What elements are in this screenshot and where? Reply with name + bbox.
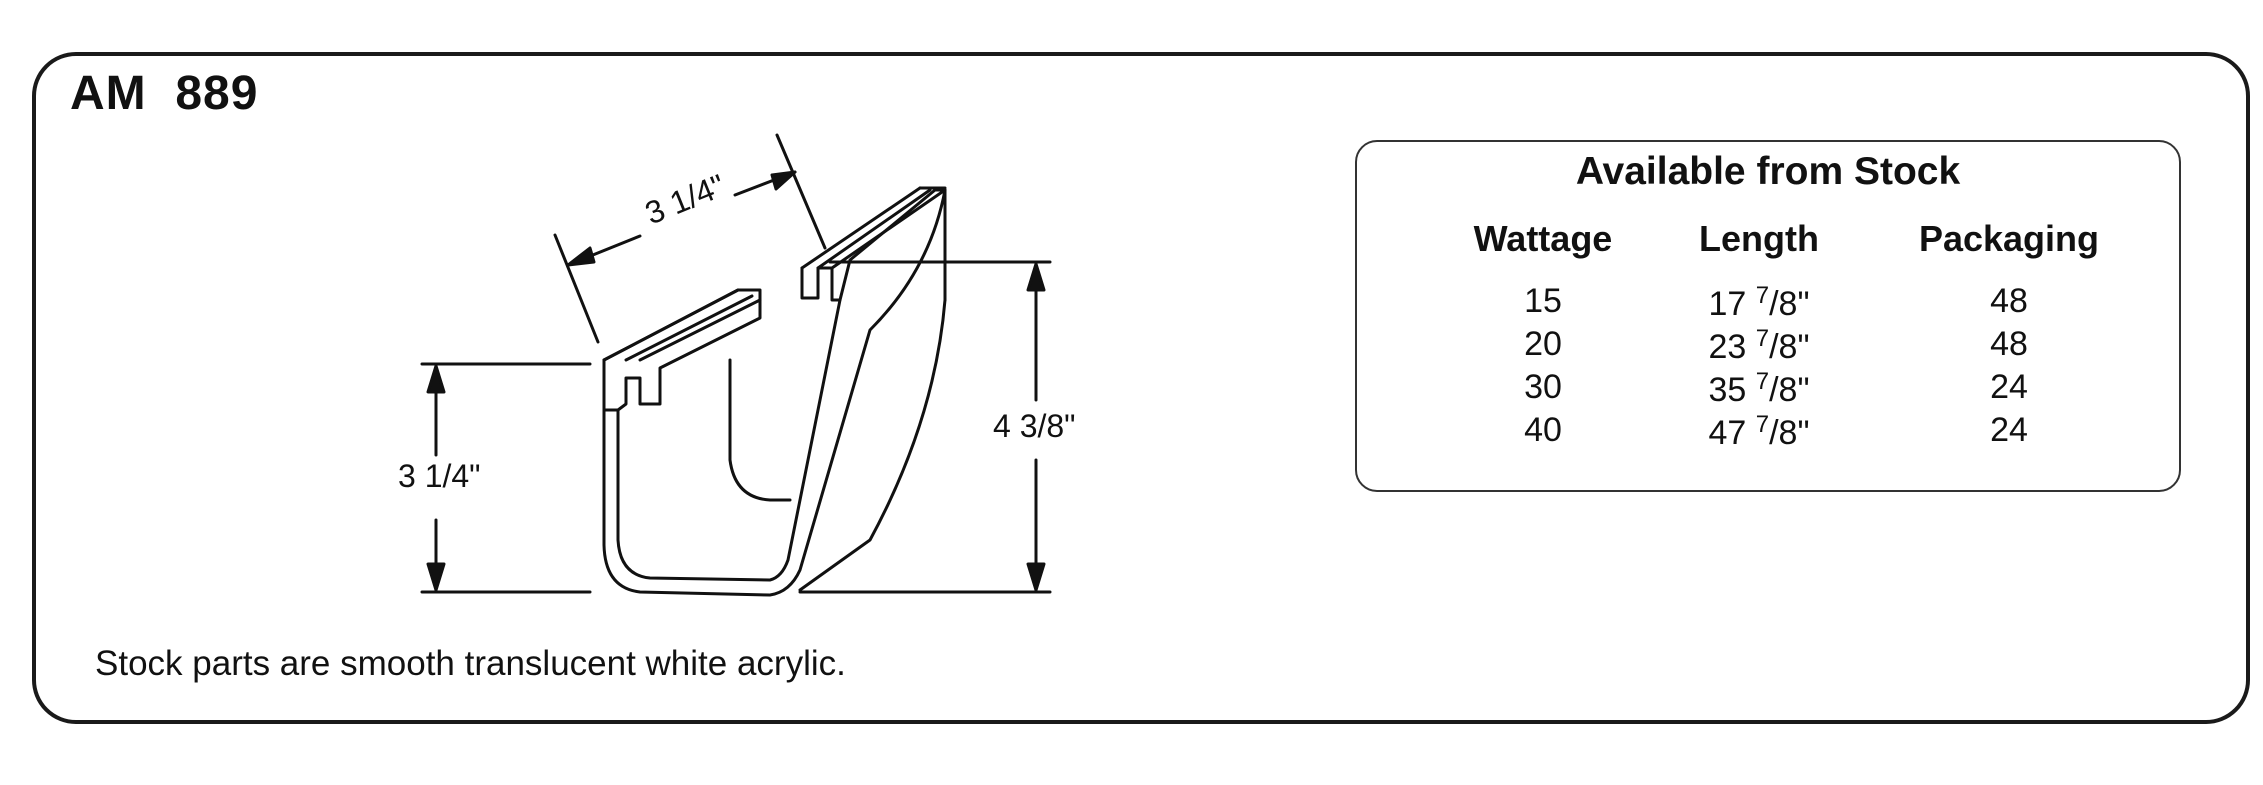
dimension-left-height: 3 1/4" [398,458,481,494]
profile-outer [602,188,947,597]
dimension-right-height: 4 3/8" [993,408,1076,444]
stock-table: Available from Stock Wattage Length Pack… [1355,140,2181,492]
header-packaging: Packaging [1918,218,2100,259]
header-wattage: Wattage [1473,218,1613,259]
dim-top-line [553,233,600,344]
material-caption: Stock parts are smooth translucent white… [95,644,846,683]
cell-wattage: 15 [1524,282,1562,320]
cell-length: 47 7/8" [1708,411,1810,452]
product-card [32,52,2250,724]
table-row: 20 23 7/8" 48 [1357,325,2179,368]
header-length: Length [1699,218,1819,259]
table-row: 30 35 7/8" 24 [1357,368,2179,411]
stock-table-title: Available from Stock [1575,150,1961,193]
cell-packaging: 24 [1990,411,2028,449]
cell-length: 23 7/8" [1708,325,1810,366]
channel-profile-drawing [420,133,1052,597]
cell-length: 17 7/8" [1708,282,1810,323]
cell-wattage: 20 [1524,325,1562,363]
cell-packaging: 48 [1990,325,2028,363]
table-row: 40 47 7/8" 24 [1357,411,2179,454]
cell-wattage: 40 [1524,411,1562,449]
cell-packaging: 24 [1990,368,2028,406]
cell-packaging: 48 [1990,282,2028,320]
cell-length: 35 7/8" [1708,368,1810,409]
left-lip [602,288,762,412]
part-number: AM 889 [70,67,259,120]
right-lip [800,188,947,302]
profile-inner [616,298,842,582]
cell-wattage: 30 [1524,368,1562,406]
table-row: 15 17 7/8" 48 [1357,282,2179,325]
stock-table-rows: 15 17 7/8" 48 20 23 7/8" 48 30 35 7/8" 2… [1357,282,2179,454]
